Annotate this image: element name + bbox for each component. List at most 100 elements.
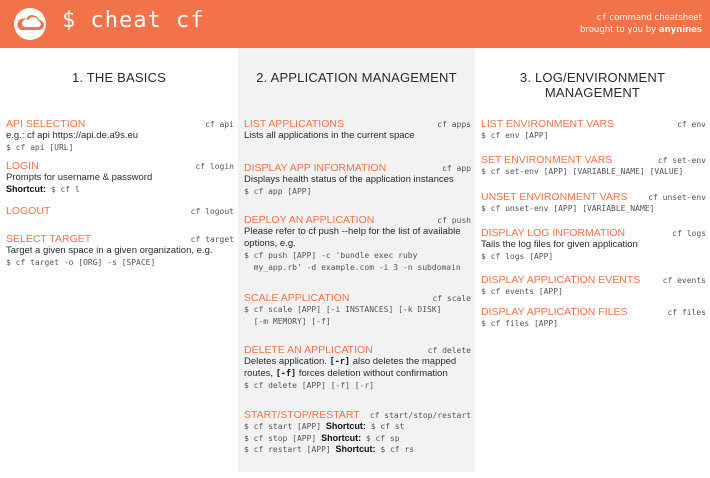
code-line: [-m MEMORY] [-f] (244, 316, 331, 326)
section-events: DISPLAY APPLICATION EVENTS cf events $ cf… (481, 274, 706, 298)
shortcut-label: Shortcut: (321, 432, 362, 443)
delete-text-4: forces deletion without confirmation (298, 368, 448, 379)
section-text: routes, [-f] forces deletion without con… (244, 368, 471, 380)
code-line: $ cf stop [APP] (244, 433, 317, 443)
section-list-env: LIST ENVIRONMENT VARS cf env $ cf env [AP… (481, 118, 706, 142)
delete-text-1: Deletes application. (244, 356, 327, 367)
shortcut-label: Shortcut: (325, 421, 366, 431)
code-line: $ cf target -o [ORG] -s [SPACE] (6, 258, 156, 267)
section-login: LOGIN cf login Prompts for username & pas… (6, 160, 234, 196)
code-line: $ cf push [APP] -c 'bundle exec ruby (244, 251, 418, 260)
section-title: UNSET ENVIRONMENT VARS (481, 191, 628, 203)
column-title: 3. LOG/ENVIRONMENT MANAGEMENT (519, 70, 666, 100)
brand-name: anynines (658, 25, 702, 35)
section-command: cf unset-env (648, 193, 706, 202)
section-command: cf logout (190, 207, 234, 216)
section-title: DISPLAY LOG INFORMATION (481, 227, 626, 239)
section-command: cf login (195, 162, 234, 171)
code-line: $ cf logs [APP] (481, 252, 554, 261)
header-tagline: cf command cheatsheet brought to you by … (580, 12, 702, 36)
code-line: $ cf restart [APP] (244, 445, 331, 454)
flag-r: [-r] (329, 357, 351, 367)
code-line: $ cf env [APP] (481, 131, 549, 140)
section-command: cf env (677, 120, 706, 129)
section-command: cf api (205, 120, 234, 129)
delete-text-3: routes, (244, 368, 274, 379)
section-command: cf scale (432, 294, 471, 303)
section-unset-env: UNSET ENVIRONMENT VARS cf unset-env $ cf … (481, 191, 706, 215)
section-text: options, e.g. (244, 238, 296, 249)
section-title: START/STOP/RESTART (244, 409, 360, 421)
page-title: $ cheat cf (62, 8, 205, 33)
section-title: LIST APPLICATIONS (244, 118, 344, 130)
flag-f: [-f] (275, 369, 297, 379)
section-command: cf app (442, 164, 471, 173)
section-title: SCALE APPLICATION (244, 292, 350, 304)
tagline-cmd: cf (596, 13, 607, 23)
section-display-app: DISPLAY APP INFORMATION cf app Displays h… (244, 162, 471, 198)
section-command: cf files (667, 308, 706, 317)
section-title: SET ENVIRONMENT VARS (481, 154, 613, 166)
section-command: cf target (190, 235, 234, 244)
delete-text-2: also deletes the mapped (352, 356, 457, 367)
section-title: LOGIN (6, 160, 39, 172)
section-command: cf events (662, 276, 706, 285)
shortcut-label: Shortcut: (335, 444, 376, 454)
shortcut-code: $ cf sp (365, 433, 400, 443)
section-title: DISPLAY APPLICATION EVENTS (481, 274, 641, 286)
section-title: DISPLAY APP INFORMATION (244, 162, 387, 174)
section-command: cf push (437, 216, 471, 225)
section-scale: SCALE APPLICATION cf scale $ cf scale [AP… (244, 292, 471, 327)
section-title: SELECT TARGET (6, 233, 92, 245)
section-text: e.g.: cf api https://api.de.a9s.eu (6, 130, 139, 141)
shortcut-code: $ cf st (370, 422, 405, 431)
section-set-env: SET ENVIRONMENT VARS cf set-env $ cf set-… (481, 154, 706, 178)
section-title: LOGOUT (6, 205, 51, 217)
section-title: DISPLAY APPLICATION FILES (481, 306, 628, 318)
section-text: Displays health status of the applicatio… (244, 174, 454, 185)
column-basics: 1. THE BASICS API SELECTION cf api e.g.: … (0, 48, 238, 472)
code-line: $ cf scale [APP] [-i INSTANCES] [-k DISK… (244, 305, 442, 314)
code-line: $ cf start [APP] (244, 422, 322, 431)
section-deploy: DEPLOY AN APPLICATION cf push Please refe… (244, 214, 471, 273)
code-line: $ cf set-env [APP] [VARIABLE_NAME] [VALU… (481, 167, 684, 176)
code-line: $ cf events [APP] (481, 287, 563, 296)
section-text: Prompts for username & password (6, 172, 153, 183)
column-title: 1. THE BASICS (71, 70, 167, 85)
shortcut-label: Shortcut: (6, 184, 46, 194)
section-logout: LOGOUT cf logout (6, 205, 234, 217)
section-command: cf delete (427, 346, 471, 355)
section-text: Lists all applications in the current sp… (244, 130, 415, 141)
code-line: $ cf api [URL] (6, 143, 74, 152)
section-files: DISPLAY APPLICATION FILES cf files $ cf f… (481, 306, 706, 330)
code-line: $ cf files [APP] (481, 319, 559, 328)
section-text: Target a given space in a given organiza… (6, 245, 213, 256)
section-delete: DELETE AN APPLICATION cf delete Deletes a… (244, 344, 471, 392)
section-title: LIST ENVIRONMENT VARS (481, 118, 615, 130)
section-text: Please refer to cf push --help for the l… (244, 226, 461, 237)
section-text: Tails the log files for given applicatio… (481, 239, 638, 250)
column-application-management: 2. APPLICATION MANAGEMENT LIST APPLICATI… (238, 48, 475, 472)
section-title: API SELECTION (6, 118, 86, 130)
shortcut-code: $ cf rs (380, 445, 415, 454)
shortcut-code: $ cf l (50, 185, 80, 194)
section-title: DEPLOY AN APPLICATION (244, 214, 375, 226)
section-select-target: SELECT TARGET cf target Target a given sp… (6, 233, 234, 269)
code-line: my_app.rb' -d example.com -i 3 -n subdom… (244, 262, 461, 272)
code-line: $ cf delete [APP] [-f] [-r] (244, 381, 375, 390)
section-command: cf start/stop/restart (369, 411, 471, 420)
section-title: DELETE AN APPLICATION (244, 344, 373, 356)
code-line: $ cf app [APP] (244, 187, 312, 196)
code-line: $ cf unset-env [APP] [VARIABLE_NAME] (481, 204, 655, 213)
tagline-text: command cheatsheet (609, 13, 702, 23)
section-text: Deletes application. [-r] also deletes t… (244, 356, 471, 368)
section-list-applications: LIST APPLICATIONS cf apps Lists all appli… (244, 118, 471, 142)
cloud-icon (14, 8, 46, 40)
header-bar: $ cheat cf cf command cheatsheet brought… (0, 0, 710, 48)
tagline-credit: brought to you by (580, 25, 657, 35)
section-command: cf set-env (657, 156, 706, 165)
section-command: cf apps (437, 120, 471, 129)
column-log-environment: 3. LOG/ENVIRONMENT MANAGEMENT LIST ENVIR… (475, 48, 710, 472)
